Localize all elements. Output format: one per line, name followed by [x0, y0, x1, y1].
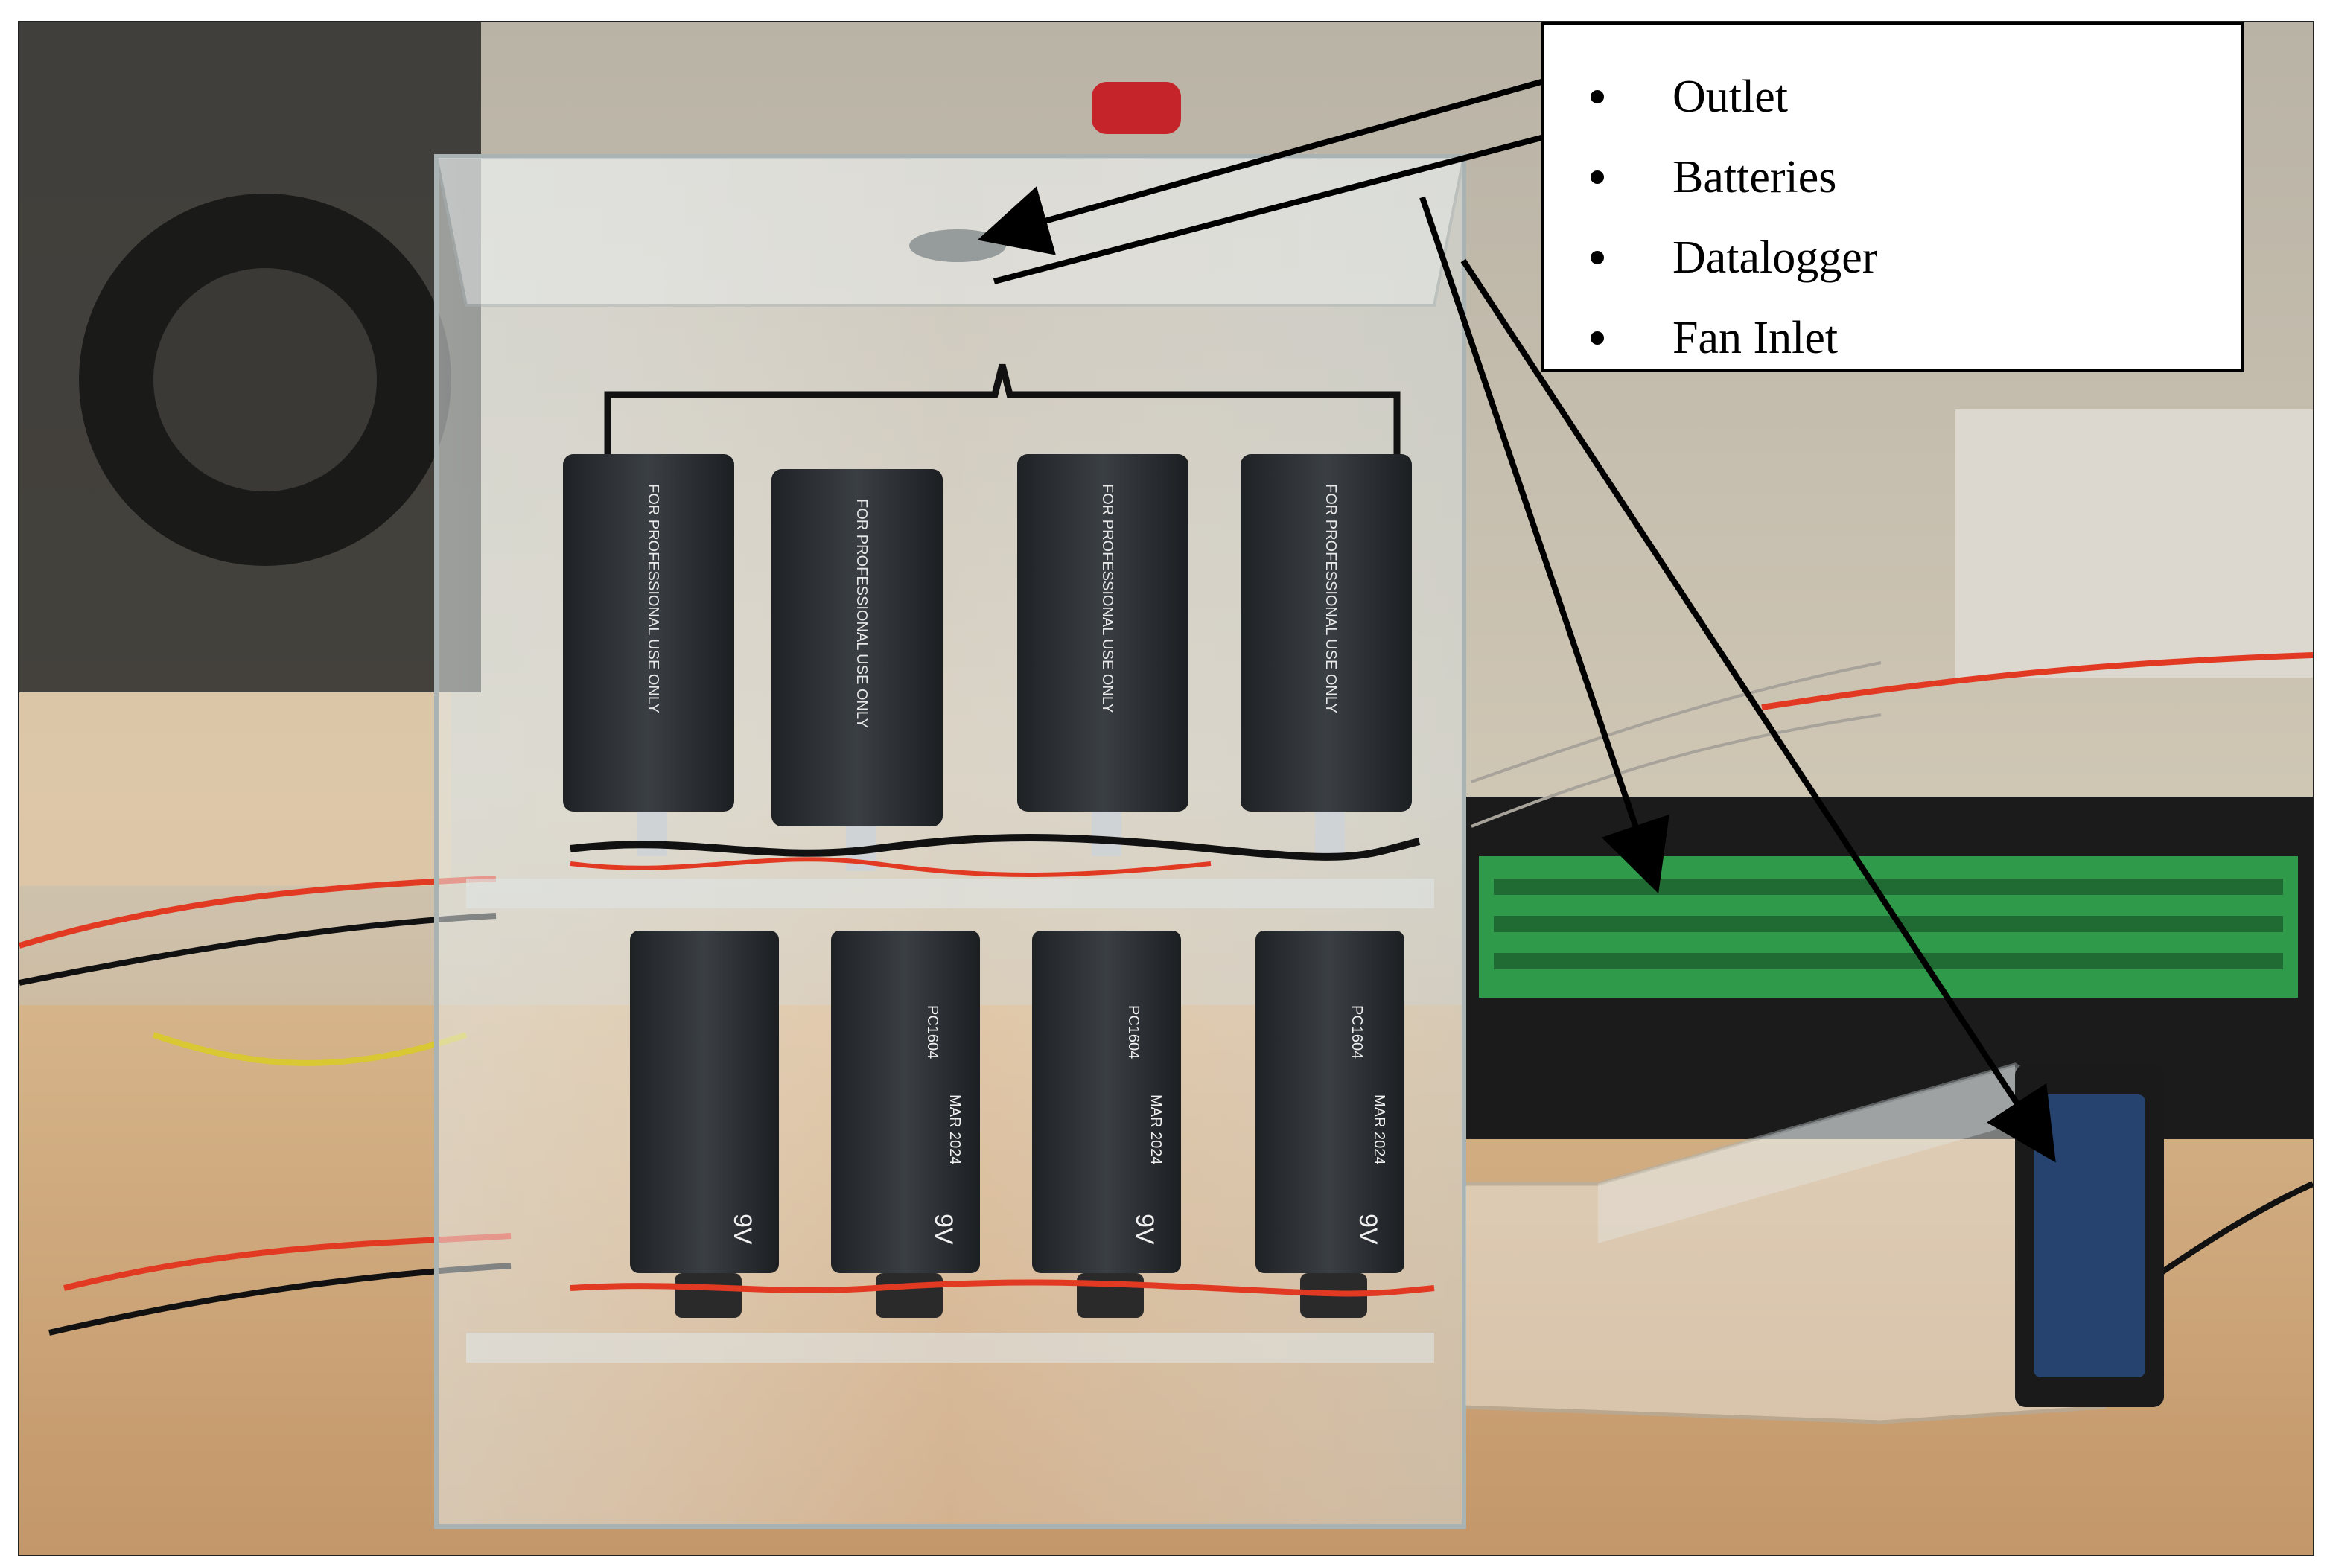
bullet-icon [1591, 90, 1604, 103]
batteries-bracket [604, 363, 1401, 454]
battery [1017, 454, 1188, 812]
bullet-icon [1591, 251, 1604, 264]
outlet-hole [909, 229, 1006, 262]
background-shelf [19, 692, 451, 886]
battery-date: MAR 2024 [1148, 1094, 1164, 1165]
battery [563, 454, 734, 812]
battery-date: MAR 2024 [1371, 1094, 1387, 1165]
upper-battery-row: FOR PROFESSIONAL USE ONLY FOR PROFESSION… [563, 454, 1421, 877]
battery-voltage: 9V [929, 1214, 958, 1245]
callout-legend: Outlet Batteries Datalogger Fan Inlet [1541, 22, 2244, 372]
legend-label: Outlet [1672, 71, 1788, 122]
battery [1032, 931, 1181, 1273]
legend-item-batteries: Batteries [1544, 137, 2241, 217]
battery-code: PC1604 [1125, 1005, 1142, 1059]
legend-item-datalogger: Datalogger [1544, 217, 2241, 298]
battery-voltage: 9V [728, 1214, 757, 1245]
battery-print: FOR PROFESSIONAL USE ONLY [853, 499, 870, 728]
battery-voltage: 9V [1130, 1214, 1159, 1245]
legend-list: Outlet Batteries Datalogger Fan Inlet [1544, 25, 2241, 378]
battery-date: MAR 2024 [946, 1094, 963, 1165]
battery [630, 931, 779, 1273]
motor-grille [153, 268, 377, 491]
battery-code: PC1604 [1349, 1005, 1365, 1059]
battery-shelf [466, 879, 1434, 908]
lower-battery-row: 9V 9V 9V 9V PC1604 MAR 2024 PC1604 MAR 2… [570, 931, 1435, 1318]
legend-label: Datalogger [1672, 232, 1878, 283]
battery-print: FOR PROFESSIONAL USE ONLY [1099, 484, 1115, 713]
legend-label: Batteries [1672, 152, 1837, 203]
background-cabinet [1955, 409, 2313, 678]
red-valve-icon [1092, 82, 1181, 134]
terminal-screws [1494, 879, 2283, 969]
battery [831, 931, 980, 1273]
battery [1241, 454, 1412, 812]
bullet-icon [1591, 331, 1604, 345]
battery [1255, 931, 1404, 1273]
battery-print: FOR PROFESSIONAL USE ONLY [645, 484, 661, 713]
battery-print: FOR PROFESSIONAL USE ONLY [1322, 484, 1339, 713]
legend-item-fan-inlet: Fan Inlet [1544, 298, 2241, 378]
legend-label: Fan Inlet [1672, 313, 1839, 363]
battery [771, 469, 943, 826]
bullet-icon [1591, 170, 1604, 184]
battery-code: PC1604 [924, 1005, 940, 1059]
legend-item-outlet: Outlet [1544, 57, 2241, 137]
battery-voltage: 9V [1354, 1214, 1382, 1245]
